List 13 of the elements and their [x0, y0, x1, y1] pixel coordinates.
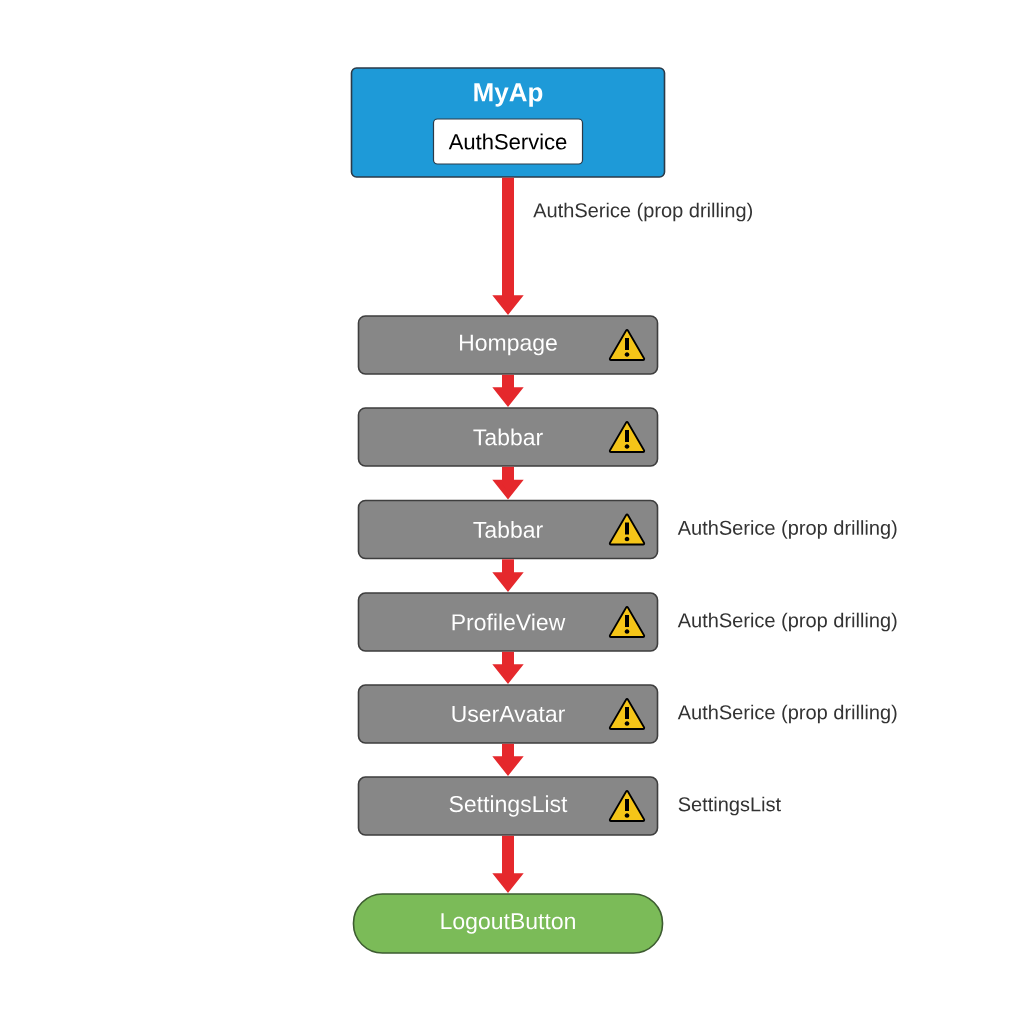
end-pill: LogoutButton [352, 893, 664, 954]
side-note: AuthSerice (prop drilling) [677, 704, 897, 724]
side-note: AuthSerice (prop drilling) [677, 612, 897, 632]
process-box: UserAvatar [357, 684, 659, 744]
edge-label: AuthSerice (prop drilling) [532, 201, 755, 223]
process-box: Tabbar [357, 407, 659, 467]
process-box: ProfileView [357, 592, 659, 652]
process-box: Hompage [357, 315, 659, 375]
side-note: SettingsList [678, 796, 781, 816]
service-box: AuthService [432, 118, 584, 165]
process-box: Tabbar [357, 499, 659, 560]
process-box: SettingsList [357, 776, 659, 836]
side-note: AuthSerice (prop drilling) [677, 520, 897, 539]
